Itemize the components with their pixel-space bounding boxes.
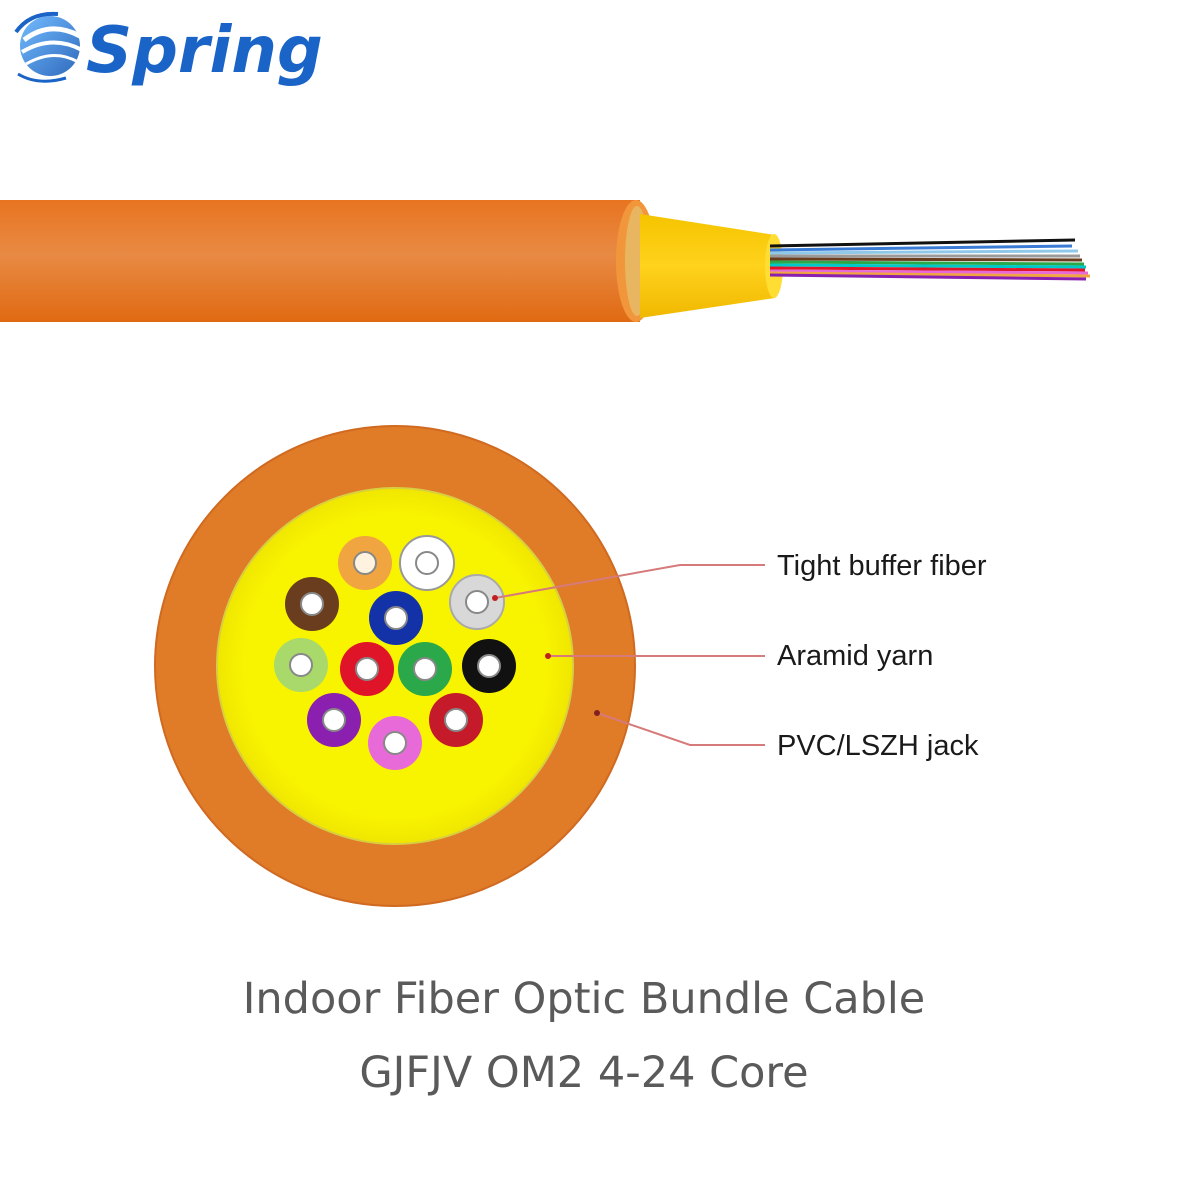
callout-label-tight-buffer: Tight buffer fiber: [777, 550, 987, 582]
fiber-red: [340, 642, 394, 696]
aramid-yarn-layer: [216, 487, 574, 845]
exposed-fibers: [769, 238, 1091, 281]
fiber-white: [399, 535, 455, 591]
brand-name: Spring: [86, 14, 323, 88]
fiber-pink: [368, 716, 422, 770]
fiber-darkred: [429, 693, 483, 747]
callout-lines: [492, 564, 765, 746]
fiber-grey: [449, 574, 505, 630]
callout-label-aramid: Aramid yarn: [777, 640, 933, 672]
fiber-lightgreen: [274, 638, 328, 692]
caption-line-1: Indoor Fiber Optic Bundle Cable: [243, 974, 926, 1024]
fiber-black: [462, 639, 516, 693]
fiber-blue: [369, 591, 423, 645]
callout-line-jacket: [596, 712, 765, 746]
fiber-purple: [307, 693, 361, 747]
callout-line-tight-buffer: [494, 564, 765, 599]
caption-line-2: GJFJV OM2 4-24 Core: [359, 1048, 808, 1098]
callout-label-jacket: PVC/LSZH jack: [777, 730, 979, 762]
tight-buffer-fibers: [274, 535, 516, 770]
fiber-green: [398, 642, 452, 696]
fiber-brown: [285, 577, 339, 631]
brand-logo: Spring: [14, 11, 323, 88]
globe-swirl-icon: [14, 11, 83, 83]
cable-cross-section: [154, 425, 636, 907]
cable-side-view: [0, 200, 1091, 322]
fiber-orange: [338, 536, 392, 590]
